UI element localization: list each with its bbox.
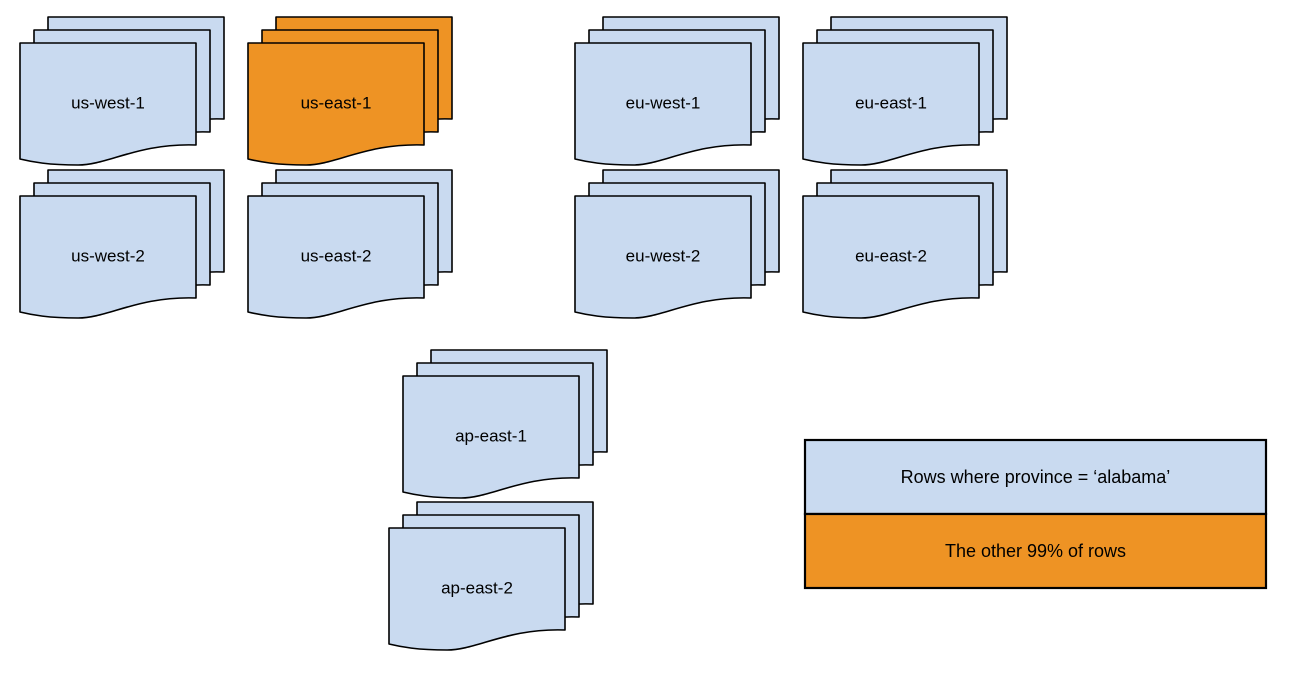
document-stack-label-us-west-2: us-west-2 xyxy=(71,247,145,266)
document-stack-label-ap-east-2: ap-east-2 xyxy=(441,579,513,598)
document-stack-label-ap-east-1: ap-east-1 xyxy=(455,427,527,446)
legend-group: Rows where province = ‘alabama’ The other… xyxy=(803,438,1268,590)
document-stack-label-us-east-1: us-east-1 xyxy=(301,94,372,113)
document-sheet-front[interactable] xyxy=(802,195,980,319)
document-stack-us-east-2[interactable]: us-east-2 xyxy=(247,169,453,319)
document-sheet-front[interactable] xyxy=(247,195,425,319)
document-stack-ap-east-1[interactable]: ap-east-1 xyxy=(402,349,608,499)
document-stack-eu-east-1[interactable]: eu-east-1 xyxy=(802,16,1008,166)
legend-row-blue: Rows where province = ‘alabama’ xyxy=(803,438,1268,516)
document-stack-label-eu-west-1: eu-west-1 xyxy=(626,94,701,113)
document-stack-eu-west-1[interactable]: eu-west-1 xyxy=(574,16,780,166)
document-stack-eu-west-2[interactable]: eu-west-2 xyxy=(574,169,780,319)
document-stack-us-west-1[interactable]: us-west-1 xyxy=(19,16,225,166)
document-sheet-front[interactable] xyxy=(19,195,197,319)
document-stack-label-eu-east-2: eu-east-2 xyxy=(855,247,927,266)
document-sheet-front[interactable] xyxy=(574,195,752,319)
document-sheet-front[interactable] xyxy=(388,527,566,651)
document-sheet-front[interactable] xyxy=(802,42,980,166)
document-stack-ap-east-2[interactable]: ap-east-2 xyxy=(388,501,594,651)
document-sheet-front[interactable] xyxy=(402,375,580,499)
document-stack-label-us-east-2: us-east-2 xyxy=(301,247,372,266)
document-stack-label-us-west-1: us-west-1 xyxy=(71,94,145,113)
legend-row-blue-swatch xyxy=(803,438,1268,516)
document-stack-us-east-1[interactable]: us-east-1 xyxy=(247,16,453,166)
document-sheet-front[interactable] xyxy=(247,42,425,166)
legend-row-blue-label: Rows where province = ‘alabama’ xyxy=(901,467,1171,487)
document-sheet-front[interactable] xyxy=(19,42,197,166)
document-stack-label-eu-west-2: eu-west-2 xyxy=(626,247,701,266)
legend-row-orange: The other 99% of rows xyxy=(803,512,1268,590)
legend-row-orange-label: The other 99% of rows xyxy=(945,541,1126,561)
document-stack-label-eu-east-1: eu-east-1 xyxy=(855,94,927,113)
legend-row-orange-swatch xyxy=(803,512,1268,590)
document-stacks-group: us-west-1 us-east-1 eu-west-1 eu-east-1 us-w… xyxy=(19,16,1008,651)
document-sheet-front[interactable] xyxy=(574,42,752,166)
document-stack-eu-east-2[interactable]: eu-east-2 xyxy=(802,169,1008,319)
document-stack-us-west-2[interactable]: us-west-2 xyxy=(19,169,225,319)
